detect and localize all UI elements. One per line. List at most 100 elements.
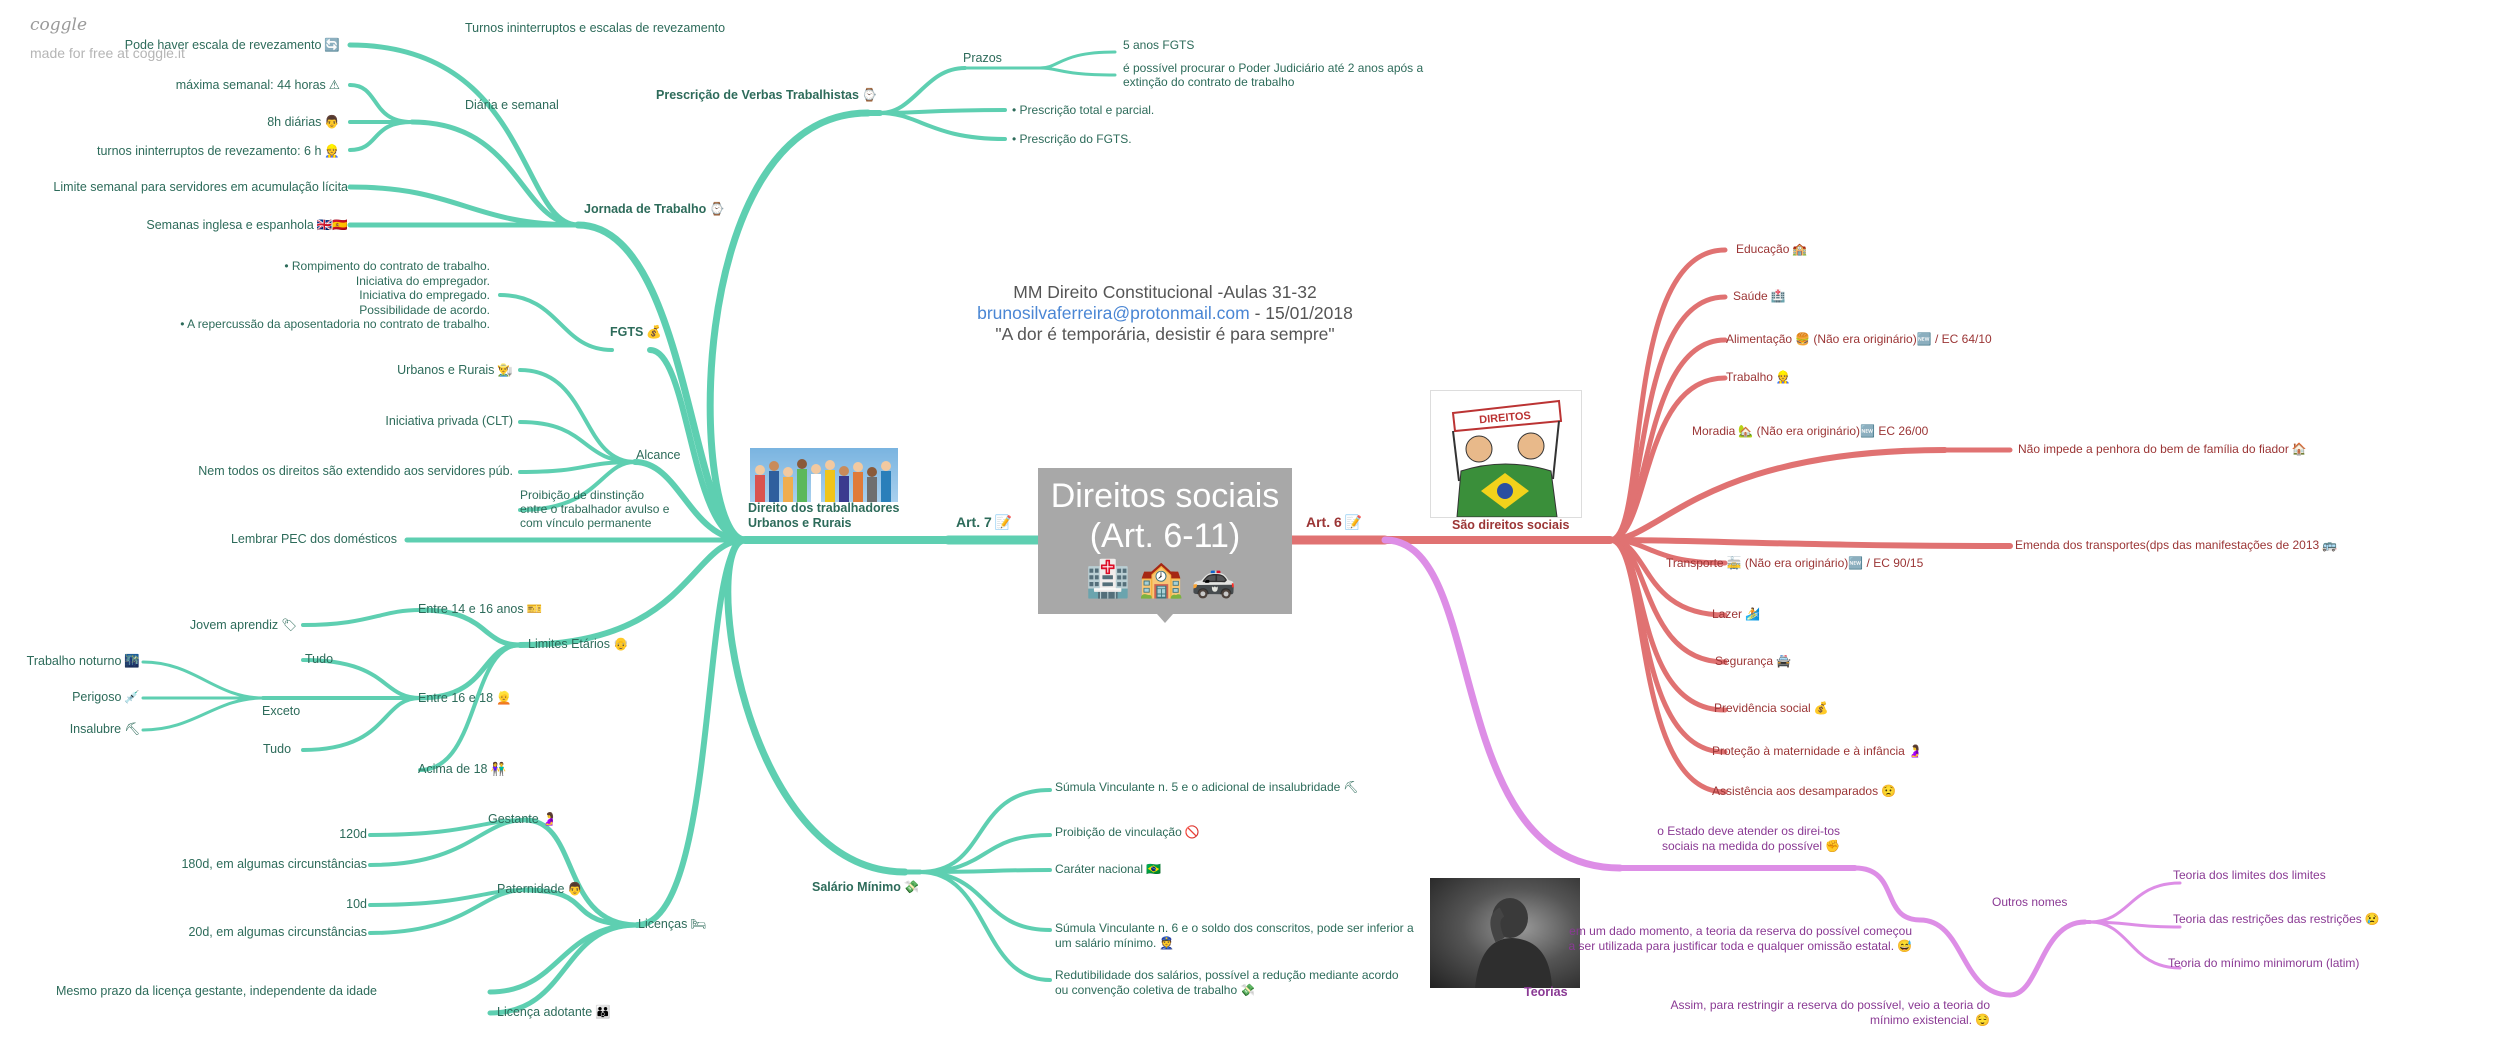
node-saude[interactable]: Saúde🏥 [1733,289,1786,303]
node-180d[interactable]: 180d, em algumas circunstâncias [181,857,367,871]
node-nao-impede[interactable]: Não impede a penhora do bem de família d… [2018,442,2307,456]
node-pec[interactable]: Lembrar PEC dos domésticos [230,532,397,546]
central-node-emoji: 🏥🏫🚓 [1085,558,1245,599]
edge-pat [522,887,640,928]
node-exceto[interactable]: Exceto [262,704,301,718]
node-previdencia[interactable]: Previdência social💰 [1714,701,1829,715]
edge-sumula6 [918,870,1052,932]
node-acima-18[interactable]: Acima de 18👫 [418,762,507,776]
node-tudo-1[interactable]: Tudo [305,652,334,666]
node-limites-etarios[interactable]: Limites Etários👴 [528,637,629,651]
node-redutibilidade[interactable]: Redutibilidade dos salários, possível a … [1055,968,1399,997]
sweat-smile-icon: 😅 [1897,939,1912,953]
node-limite-semanal[interactable]: Limite semanal para servidores em acumul… [53,180,348,194]
node-licenca-adotante[interactable]: Licença adotante👪 [497,1005,611,1019]
node-salario-minimo[interactable]: Salário Mínimo💸 [812,880,920,894]
central-node[interactable]: Direitos sociais(Art. 6-11) 🏥🏫🚓 [1038,468,1292,623]
node-jovem-aprendiz[interactable]: Jovem aprendiz🏷 [189,618,297,632]
node-sumula-6[interactable]: Súmula Vinculante n. 6 e o soldo dos con… [1055,921,1414,950]
node-lazer[interactable]: Lazer🏄 [1712,607,1760,621]
node-emenda-transportes[interactable]: Emenda dos transportes(dps das manifesta… [2015,538,2338,552]
node-educacao[interactable]: Educação🏫 [1736,242,1808,256]
node-protecao[interactable]: Proteção à maternidade e à infância🤰 [1712,744,1923,758]
node-diaria-semanal[interactable]: Diária e semanal [465,98,559,112]
node-restricoes[interactable]: Teoria das restrições das restrições😢 [2173,912,2380,926]
police-icon: 👮 [1159,936,1175,950]
node-8h-diarias[interactable]: 8h diárias👨 [267,115,340,129]
node-alcance[interactable]: Alcance [636,448,681,462]
node-dado-momento[interactable]: em um dado momento, a teoria da reserva … [1568,924,1912,953]
node-art6[interactable]: Art. 6📝 [1306,514,1363,530]
node-proibicao-distincao[interactable]: Proibição de dinstinção entre o trabalha… [520,488,670,530]
node-trabalho[interactable]: Trabalho👷 [1726,370,1791,384]
node-sao-direitos[interactable]: São direitos sociais [1452,518,1570,532]
node-maxima-semanal[interactable]: máxima semanal: 44 horas⚠ [175,78,340,92]
node-art7[interactable]: Art. 7📝 [956,514,1013,530]
node-semanas[interactable]: Semanas inglesa e espanhola🇬🇧🇪🇸 [146,218,348,232]
node-entre-14-16[interactable]: Entre 14 e 16 anos🎫 [418,602,543,616]
node-5-anos-fgts[interactable]: 5 anos FGTS [1123,38,1195,52]
node-prescricao-total[interactable]: • Prescrição total e parcial. [1012,103,1155,117]
node-sumula-5[interactable]: Súmula Vinculante n. 5 e o adicional de … [1055,780,1359,794]
node-poder-judiciario[interactable]: é possível procurar o Poder Judiciário a… [1123,61,1424,89]
node-estado-possivel[interactable]: o Estado deve atender os direi-tos socia… [1657,824,1840,853]
node-prazos[interactable]: Prazos [963,51,1002,65]
coggle-logo[interactable]: coggle [30,15,88,35]
node-carater-nacional[interactable]: Caráter nacional🇧🇷 [1055,862,1162,876]
edge-d20 [368,888,527,935]
node-nem-todos[interactable]: Nem todos os direitos são extendido aos … [198,464,513,478]
node-perigoso[interactable]: Perigoso💉 [72,690,140,704]
node-paternidade[interactable]: Paternidade👨 [497,882,583,896]
edge-total [878,108,1007,115]
node-teorias[interactable]: Teorias [1524,985,1568,999]
node-prescricao-fgts[interactable]: • Prescrição do FGTS. [1012,132,1132,146]
node-20d[interactable]: 20d, em algumas circunstâncias [188,925,367,939]
node-outros-nomes[interactable]: Outros nomes [1992,895,2068,909]
node-mesmo-prazo[interactable]: Mesmo prazo da licença gestante, indepen… [55,984,377,998]
bus-icon: 🚌 [2322,538,2338,552]
coggle-tagline[interactable]: made for free at coggle.it [30,45,185,61]
node-iniciativa-privada[interactable]: Iniciativa privada (CLT) [385,414,513,428]
fgts-line: Iniciativa do empregado. [359,288,490,302]
node-entre-16-18[interactable]: Entre 16 e 18👱 [418,691,512,705]
node-jornada[interactable]: Jornada de Trabalho⌚ [584,202,725,216]
direitos-cartoon-image: DIREITOS [1430,390,1582,518]
node-moradia[interactable]: Moradia🏡 (Não era originário)🆕 EC 26/00 [1692,424,1929,438]
old-man-icon: 👴 [612,637,629,651]
node-prescricao[interactable]: Prescrição de Verbas Trabalhistas⌚ [656,88,878,102]
node-urbanos-rurais[interactable]: Urbanos e Rurais👨‍🌾 [397,363,513,377]
node-gestante[interactable]: Gestante🤰 [488,812,558,826]
node-turnos-escalas[interactable]: Turnos ininterruptos e escalas de reveza… [465,21,726,35]
node-seguranca[interactable]: Segurança🚔 [1715,654,1791,668]
node-fgts[interactable]: FGTS💰 [610,325,662,339]
node-fgts-lines[interactable]: • Rompimento do contrato de trabalho. In… [180,259,490,332]
node-120d[interactable]: 120d [339,827,367,841]
edge-insalubre [141,696,265,732]
node-transporte[interactable]: Transporte🚋 (Não era originário)🆕 / EC 9… [1666,556,1924,570]
node-trabalho-noturno[interactable]: Trabalho noturno🌃 [26,654,140,668]
house-icon: 🏠 [2291,442,2307,456]
night-icon: 🌃 [124,654,140,668]
new-icon: 🆕 [1916,332,1932,346]
node-assistencia[interactable]: Assistência aos desamparados😟 [1712,784,1897,798]
surfer-icon: 🏄 [1745,607,1760,621]
money-wings-icon: 💸 [1240,983,1256,997]
edge-tudo2 [301,696,422,752]
warning-icon: ⚠ [328,78,340,92]
node-pode-haver[interactable]: Pode haver escala de revezamento🔄 [124,38,340,52]
node-vinculacao[interactable]: Proibição de vinculação🚫 [1055,825,1200,839]
node-alimentacao[interactable]: Alimentação🍔 (Não era originário)🆕 / EC … [1726,332,1992,346]
node-turnos-6h[interactable]: turnos ininterruptos de revezamento: 6 h… [96,144,340,158]
edge-poder [1038,66,1117,77]
node-insalubre[interactable]: Insalubre⛏ [69,722,140,736]
farmer-icon: 👨‍🌾 [497,363,513,377]
node-tudo-2[interactable]: Tudo [263,742,292,756]
header-email[interactable]: brunosilvaferreira@protonmail.com [977,303,1250,323]
node-licencas[interactable]: Licenças🛏 [638,917,707,931]
node-10d[interactable]: 10d [346,897,367,911]
node-limites-dos-limites[interactable]: Teoria dos limites dos limites [2173,868,2326,882]
node-minimo-minimorum[interactable]: Teoria do mínimo minimorum (latim) [2168,956,2360,970]
worker-icon: 👷 [1775,370,1791,384]
node-assim-restringir[interactable]: Assim, para restringir a reserva do poss… [1670,998,1990,1027]
